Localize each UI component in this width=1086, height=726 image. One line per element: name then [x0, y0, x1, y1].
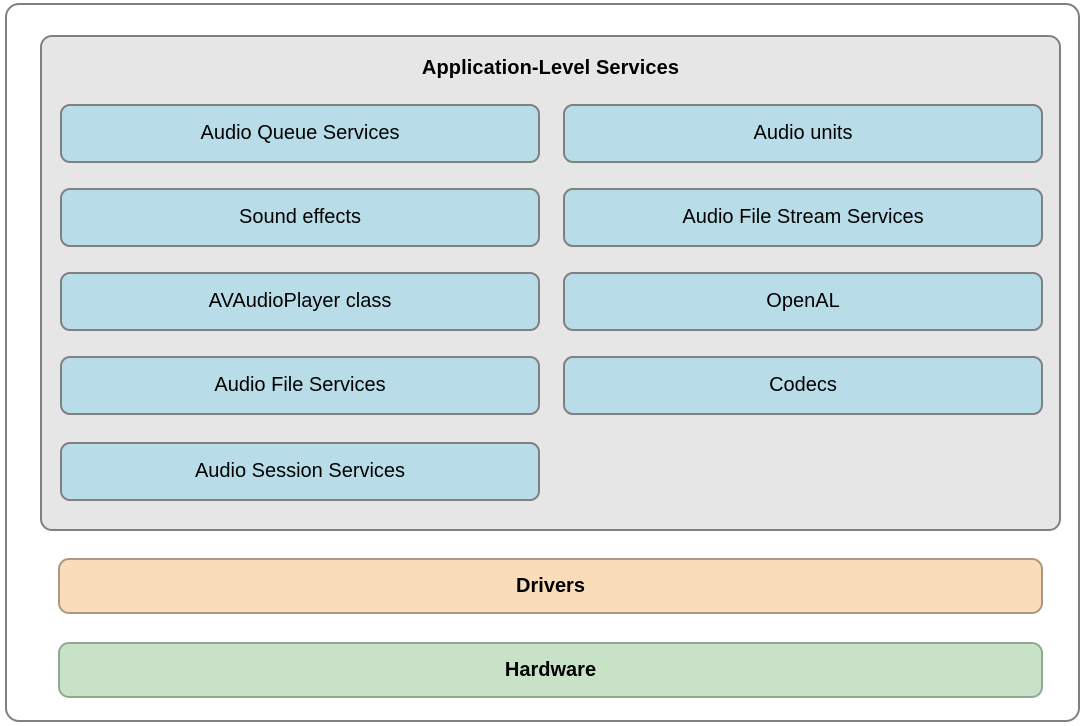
service-box-audio-queue-services[interactable]: Audio Queue Services	[60, 104, 540, 163]
service-box-codecs[interactable]: Codecs	[563, 356, 1043, 415]
service-box-audio-session-services[interactable]: Audio Session Services	[60, 442, 540, 501]
service-box-label: OpenAL	[766, 290, 840, 312]
service-box-label: Audio units	[753, 122, 853, 144]
layer-box-label: Hardware	[504, 658, 597, 681]
service-box-label: Audio Queue Services	[200, 122, 400, 144]
layer-box-label: Drivers	[516, 574, 585, 597]
diagram-outer-frame: Application-Level Services Audio Queue S…	[5, 3, 1080, 722]
service-box-sound-effects[interactable]: Sound effects	[60, 188, 540, 247]
panel-title: Application-Level Services	[421, 57, 680, 79]
service-box-label: Audio File Stream Services	[682, 206, 924, 228]
service-box-label: Audio Session Services	[194, 460, 406, 482]
service-box-audio-units[interactable]: Audio units	[563, 104, 1043, 163]
service-box-audio-file-stream-services[interactable]: Audio File Stream Services	[563, 188, 1043, 247]
service-box-label: Sound effects	[239, 206, 361, 228]
application-level-services-panel: Application-Level Services Audio Queue S…	[40, 35, 1061, 531]
layer-box-hardware[interactable]: Hardware	[58, 642, 1043, 698]
service-box-audio-file-services[interactable]: Audio File Services	[60, 356, 540, 415]
service-box-avaudioplayer-class[interactable]: AVAudioPlayer class	[60, 272, 540, 331]
layer-box-drivers[interactable]: Drivers	[58, 558, 1043, 614]
service-box-label: Audio File Services	[214, 374, 386, 396]
service-box-label: Codecs	[769, 374, 837, 396]
service-box-openal[interactable]: OpenAL	[563, 272, 1043, 331]
service-box-label: AVAudioPlayer class	[208, 290, 392, 312]
